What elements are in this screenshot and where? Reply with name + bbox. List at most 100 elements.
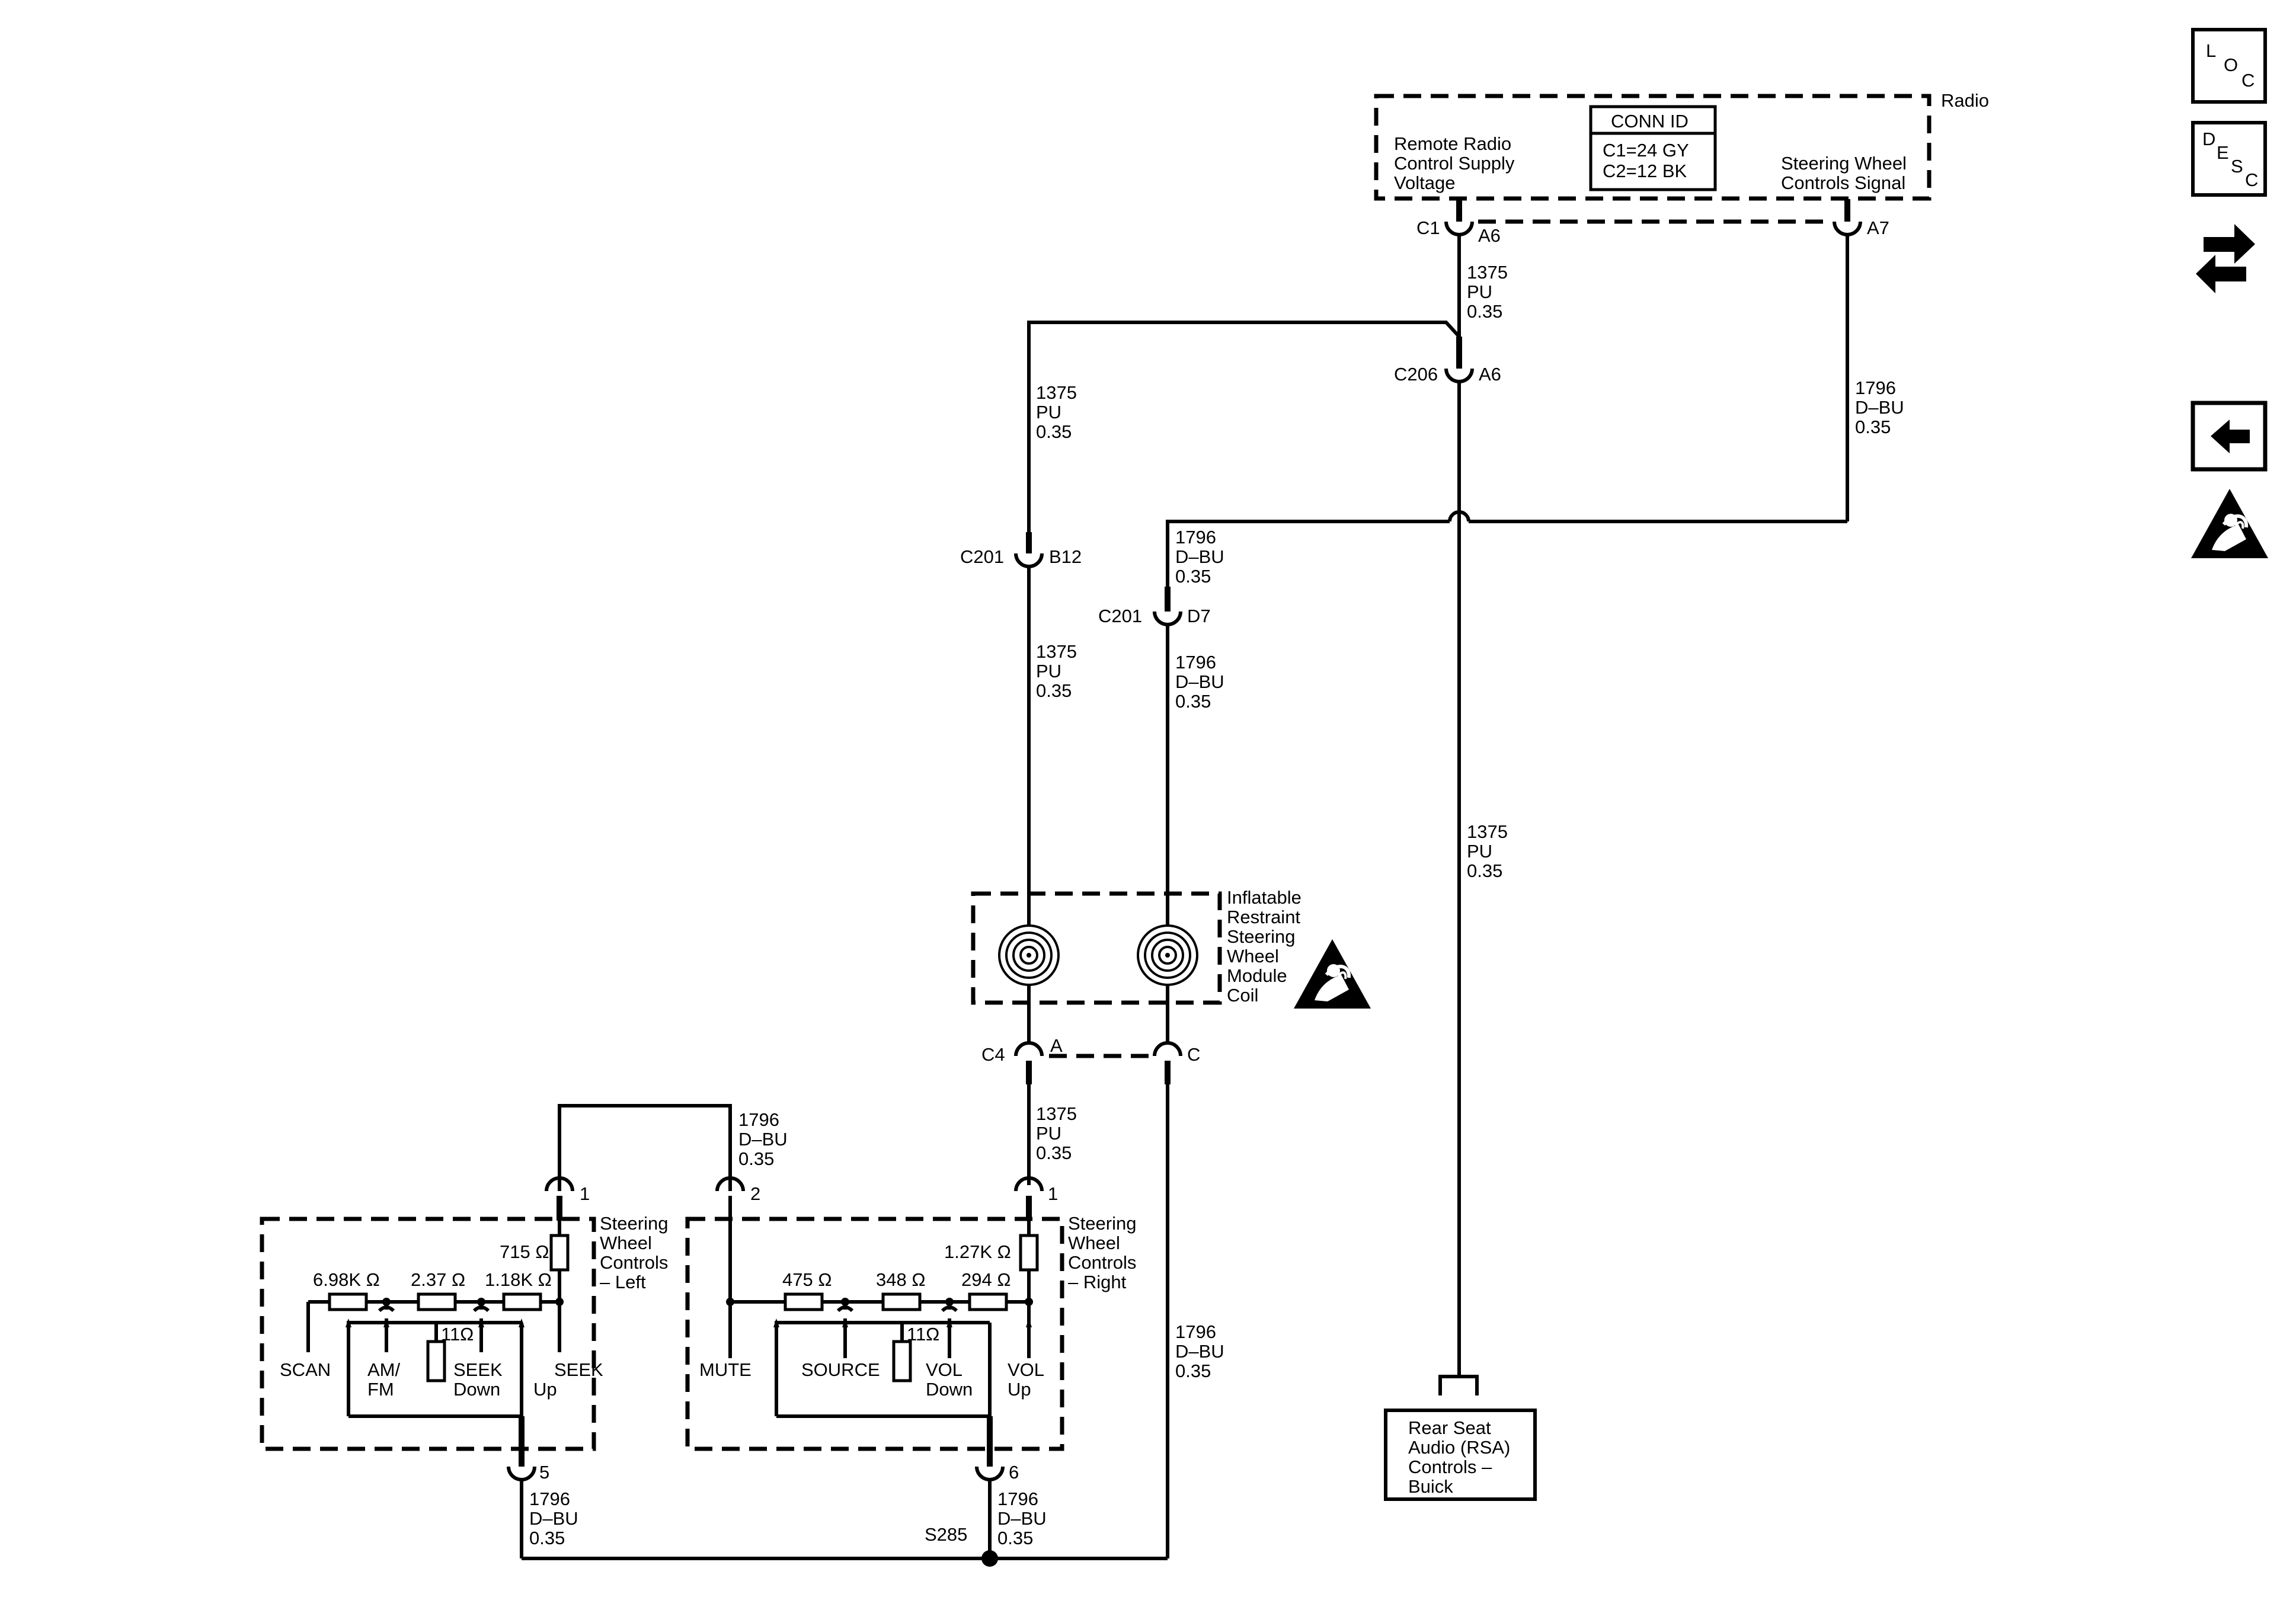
switch-vol-up-1[interactable]: VOL — [1008, 1359, 1044, 1380]
clockspring-coil-module: Inflatable Restraint Steering Wheel Modu… — [971, 887, 1371, 1043]
left-r-top-label: 715 Ω — [500, 1241, 549, 1262]
switch-seek-down-1[interactable]: SEEK — [453, 1359, 503, 1380]
wire-label-1796-e-2: D–BU — [738, 1129, 788, 1150]
wire-label-1375-b-1: 1375 — [1036, 382, 1077, 403]
connector-c1: C1 A6 A7 — [1416, 199, 1889, 246]
left-r-shunt-label: 11Ω — [441, 1324, 474, 1345]
switch-seek-up-1[interactable]: SEEK — [554, 1359, 603, 1380]
right-r-top-label: 1.27K Ω — [944, 1241, 1011, 1262]
right-pin2-label: 2 — [750, 1183, 760, 1204]
airbag-warning-icon-side — [2191, 489, 2268, 558]
left-switch-label-4: – Left — [600, 1272, 646, 1292]
desc-letter-d: D — [2202, 129, 2215, 149]
switch-seek-up-2[interactable]: Up — [533, 1379, 557, 1400]
wire-label-1375-c-3: 0.35 — [1036, 680, 1072, 701]
coil-left — [998, 894, 1060, 1043]
wire-label-1375-c-1: 1375 — [1036, 641, 1077, 662]
wire-label-1796-d-3: 0.35 — [1175, 1361, 1211, 1381]
connector-c206: C206 A6 — [1394, 337, 1501, 1377]
wire-label-1796-a-3: 0.35 — [1855, 417, 1891, 437]
connector-c4: C4 A C — [981, 1035, 1200, 1084]
wire-label-1375-d-3: 0.35 — [1036, 1142, 1072, 1163]
c206-pin: A6 — [1479, 364, 1501, 385]
c201-d-pin: D7 — [1187, 606, 1211, 626]
splice-dot — [981, 1550, 998, 1567]
c4-label: C4 — [981, 1044, 1005, 1065]
coil-label-2: Restraint — [1227, 907, 1300, 927]
coil-label-3: Steering — [1227, 926, 1295, 947]
loc-letter-c: C — [2241, 70, 2255, 91]
wire-label-1375-b-3: 0.35 — [1036, 421, 1072, 442]
radio-module: Radio Remote Radio Control Supply Voltag… — [1374, 90, 1989, 201]
rsa-label-1: Rear Seat — [1408, 1417, 1491, 1438]
radio-left-label-2: Control Supply — [1394, 153, 1515, 174]
left-r1-label: 6.98K Ω — [313, 1269, 380, 1290]
switch-amfm-2[interactable]: FM — [367, 1379, 394, 1400]
desc-icon[interactable]: D E S C — [2191, 121, 2267, 197]
rsa-label-4: Buick — [1408, 1476, 1453, 1497]
wire-label-1796-d-2: D–BU — [1175, 1341, 1224, 1362]
wire-label-1796-f-1: 1796 — [529, 1489, 570, 1509]
wire-label-1375-rsa-1: 1375 — [1467, 821, 1508, 842]
rsa-controls-module: Rear Seat Audio (RSA) Controls – Buick — [1384, 1375, 1537, 1501]
conn-id-line-1: C1=24 GY — [1603, 140, 1689, 161]
coil-label-1: Inflatable — [1227, 887, 1302, 908]
coil-label-5: Module — [1227, 965, 1287, 986]
loc-icon[interactable]: L O C — [2191, 28, 2267, 104]
wire-1796-jumper: 1796 D–BU 0.35 — [558, 1104, 788, 1191]
left-pin1-label: 1 — [580, 1183, 590, 1204]
switch-vol-down-1[interactable]: VOL — [926, 1359, 962, 1380]
connector-view-icon[interactable] — [2196, 224, 2255, 293]
c201-b-pin: B12 — [1049, 546, 1082, 567]
wire-label-1796-e-1: 1796 — [738, 1109, 779, 1130]
c1-pin-a6: A6 — [1478, 225, 1501, 246]
back-arrow-icon[interactable] — [2191, 401, 2268, 472]
conn-id-line-2: C2=12 BK — [1603, 161, 1687, 181]
left-switch-label-3: Controls — [600, 1252, 668, 1273]
right-switch-label-2: Wheel — [1068, 1233, 1120, 1253]
steering-wheel-controls-left: 1 715 Ω 6.98K Ω 2.37 Ω 1.18K Ω SCAN AM/ … — [260, 1176, 668, 1483]
switch-source[interactable]: SOURCE — [801, 1359, 880, 1380]
wire-label-1375-a-3: 0.35 — [1467, 301, 1502, 322]
right-r3-label: 294 Ω — [961, 1269, 1011, 1290]
c201-b-label: C201 — [960, 546, 1004, 567]
wire-label-1375-d-2: PU — [1036, 1123, 1061, 1144]
switch-vol-down-2[interactable]: Down — [926, 1379, 973, 1400]
switch-amfm-1[interactable]: AM/ — [367, 1359, 401, 1380]
wire-label-1796-g-1: 1796 — [997, 1489, 1038, 1509]
airbag-warning-icon — [1294, 939, 1371, 1009]
coil-label-4: Wheel — [1227, 946, 1279, 966]
switch-scan[interactable]: SCAN — [280, 1359, 331, 1380]
wire-label-1796-a-2: D–BU — [1855, 397, 1904, 418]
c4-pin-c: C — [1187, 1044, 1200, 1065]
connector-c201-b12: C201 B12 — [960, 532, 1082, 894]
loc-letter-o: O — [2224, 55, 2238, 75]
coil-label-6: Coil — [1227, 985, 1258, 1006]
switch-seek-down-2[interactable]: Down — [453, 1379, 500, 1400]
wire-1796-radio: 1796 D–BU 0.35 1796 D–BU 0.35 — [1166, 235, 1904, 587]
desc-letter-c: C — [2245, 169, 2258, 190]
conn-id-title: CONN ID — [1611, 111, 1689, 132]
right-r2-label: 348 Ω — [876, 1269, 926, 1290]
wire-label-1375-d-1: 1375 — [1036, 1103, 1077, 1124]
wire-label-1375-rsa-2: PU — [1467, 841, 1492, 862]
c206-label: C206 — [1394, 364, 1438, 385]
wire-label-1375-a-2: PU — [1467, 281, 1492, 302]
rsa-label-2: Audio (RSA) — [1408, 1437, 1510, 1458]
wire-label-1375-rsa-3: 0.35 — [1467, 860, 1502, 881]
wire-label-1796-c-1: 1796 — [1175, 652, 1216, 673]
wire-label-1796-b-2: D–BU — [1175, 546, 1224, 567]
rsa-label-3: Controls – — [1408, 1457, 1492, 1477]
desc-letter-e: E — [2217, 142, 2229, 163]
wire-label-1796-c-3: 0.35 — [1175, 691, 1211, 712]
right-r-shunt-label: 11Ω — [907, 1324, 939, 1345]
switch-mute[interactable]: MUTE — [699, 1359, 752, 1380]
wire-label-1375-c-2: PU — [1036, 661, 1061, 681]
loc-letter-l: L — [2206, 40, 2216, 61]
left-r3-label: 1.18K Ω — [485, 1269, 552, 1290]
switch-vol-up-2[interactable]: Up — [1008, 1379, 1031, 1400]
wire-label-1796-g-2: D–BU — [997, 1508, 1047, 1529]
wire-label-1796-e-3: 0.35 — [738, 1148, 774, 1169]
wire-label-1796-b-1: 1796 — [1175, 527, 1216, 548]
